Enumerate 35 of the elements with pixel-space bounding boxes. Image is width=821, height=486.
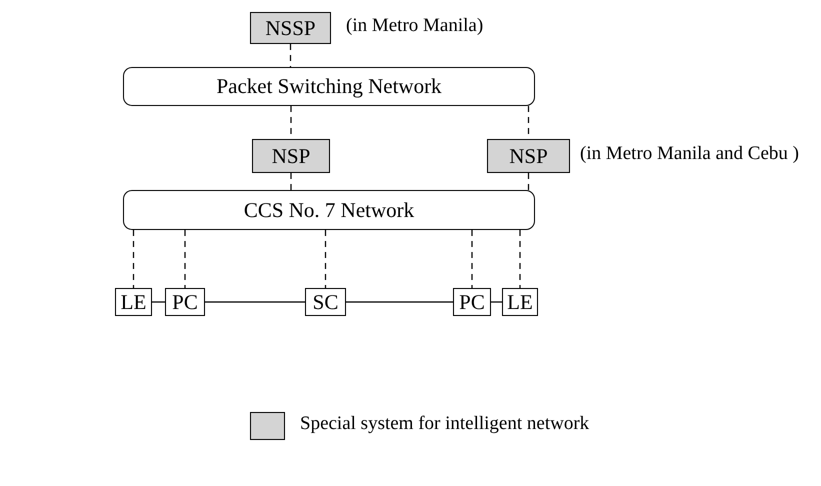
annotation-text: (in Metro Manila) [346,15,484,37]
node-label: Packet Switching Network [216,74,442,99]
node-label: NSP [509,144,548,168]
node-label: LE [507,290,533,314]
connector-line [290,44,292,67]
connector-line [290,173,292,190]
node-box [115,288,152,316]
connector-line [471,230,473,288]
annotation-text: (in Metro Manila and Cebu ) [580,143,799,165]
connector-line [132,230,134,288]
node-box [165,288,205,316]
connector-line [519,230,521,288]
special-system-box [250,12,331,44]
special-system-box [252,139,330,173]
node-label: LE [120,290,146,314]
node-label: NSP [272,144,310,168]
connector-line [346,301,453,303]
connector-line [152,301,165,303]
node-label: SC [312,290,338,314]
network-box [123,67,535,106]
node-label: PC [172,290,198,314]
special-system-box [487,139,570,173]
network-box [123,190,535,230]
legend-text: Special system for intelligent network [300,413,590,435]
node-label: PC [459,290,485,314]
connector-line [205,301,305,303]
node-box [305,288,346,316]
connector-line [184,230,186,288]
node-label: CCS No. 7 Network [244,198,414,222]
connector-line [528,173,530,190]
node-box [453,288,491,316]
connector-line [491,301,502,303]
connector-line [324,230,326,288]
node-box [502,288,538,316]
node-label: NSSP [265,16,316,40]
